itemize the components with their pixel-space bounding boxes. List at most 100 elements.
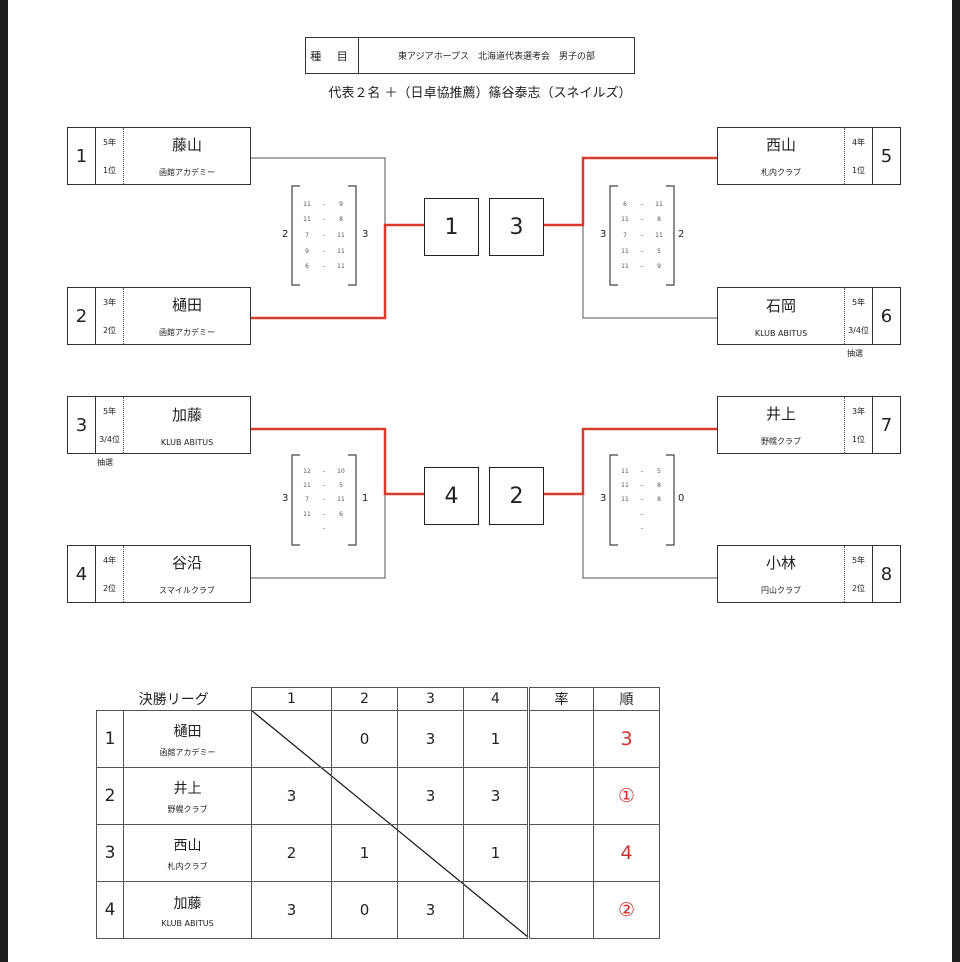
match-result-cell: 3 [251,881,332,939]
player-name: 井上 [173,780,202,797]
bracket-open [609,454,618,546]
match-result-cell: 1 [463,710,530,768]
subtitle: 代表２名 ＋（日卓協推薦）篠谷泰志（スネイルズ） [328,86,632,101]
row-number: 2 [96,767,124,825]
games-won: 2 [282,228,289,240]
seed-number: 3 [68,397,96,453]
league-title: 決勝リーグ [96,687,252,711]
games-won: 2 [678,228,685,240]
game-score: 11–5 [621,247,661,255]
seed-number: 7 [872,397,900,453]
match-result-cell: 3 [397,767,464,825]
grade: 3年 [851,406,866,416]
game-score: 11–9 [621,263,661,271]
rank-cell: ① [593,767,660,825]
grade: 5年 [851,555,866,565]
club-name: KLUB ABITUS [754,328,808,338]
match-result-cell: 1 [331,824,398,882]
player-name: 樋田 [173,723,202,740]
seed-number: 8 [872,546,900,602]
game-score: 6–11 [623,200,663,208]
game-score: 9–11 [305,247,345,255]
col-header: 2 [331,687,398,711]
row-number: 1 [96,710,124,768]
games-won: 3 [600,493,607,504]
match-result-cell: 3 [397,710,464,768]
game-score: 7–11 [305,231,345,239]
lottery-note: 抽選 [97,458,113,467]
line-p8 [582,494,717,579]
rate-cell [528,824,594,882]
game-score: – [640,524,644,532]
club-name: スマイルクラブ [159,586,215,595]
bracket-close [348,185,357,286]
club-name: 野幌クラブ [761,437,801,446]
player-name: 加藤 [171,405,202,424]
col-header: 3 [397,687,464,711]
seed-number: 2 [68,288,96,344]
match-result-cell [251,710,332,768]
player-name: 谷沿 [171,554,202,572]
player-name: 小林 [765,554,796,572]
match-result-cell: 3 [251,767,332,825]
col-header: 1 [251,687,332,711]
rate-cell [528,881,594,939]
left-border [0,0,8,962]
player-name: 加藤 [173,895,202,912]
game-score: 11–8 [621,496,661,504]
player-name: 樋田 [171,296,202,314]
game-score: 11–6 [303,510,343,518]
win-line-p2 [250,223,424,320]
event-label: 種 目 [306,38,359,73]
games-won: 3 [362,228,369,240]
club-name: KLUB ABITUS [161,918,214,928]
rank: 2位 [102,325,117,335]
match-result-cell: 3 [463,767,530,825]
rate-cell [528,710,594,768]
game-score: – [322,524,326,532]
club-name: 函館アカデミー [159,328,215,337]
row-number: 4 [96,881,124,939]
seed-number: 4 [68,546,96,602]
rank: 1位 [851,165,866,175]
result-box: 4 [424,467,479,525]
result-box: 2 [489,467,544,525]
bracket-close [666,454,675,546]
seed-number: 5 [872,128,900,184]
game-score: 6–11 [305,263,345,271]
games-won: 3 [282,493,289,504]
bracket-open [609,185,618,286]
win-line-p5 [543,156,717,227]
rank: 3/4位 [848,325,869,335]
game-score: 7–11 [623,231,663,239]
game-score: 11–5 [303,482,343,490]
game-score: 11–9 [303,200,343,208]
rank-cell: ② [593,881,660,939]
game-score: 11–5 [621,468,661,476]
player-name: 井上 [765,405,796,423]
club-name: 札内クラブ [167,861,208,871]
seed-number: 1 [68,128,96,184]
match-result-cell [463,881,530,939]
rank: 1位 [102,165,117,175]
club-name: 函館アカデミー [159,747,216,757]
rank: 3/4位 [99,434,120,444]
bracket-open [291,454,300,546]
result-box: 3 [489,198,544,256]
line-p6 [582,225,717,319]
